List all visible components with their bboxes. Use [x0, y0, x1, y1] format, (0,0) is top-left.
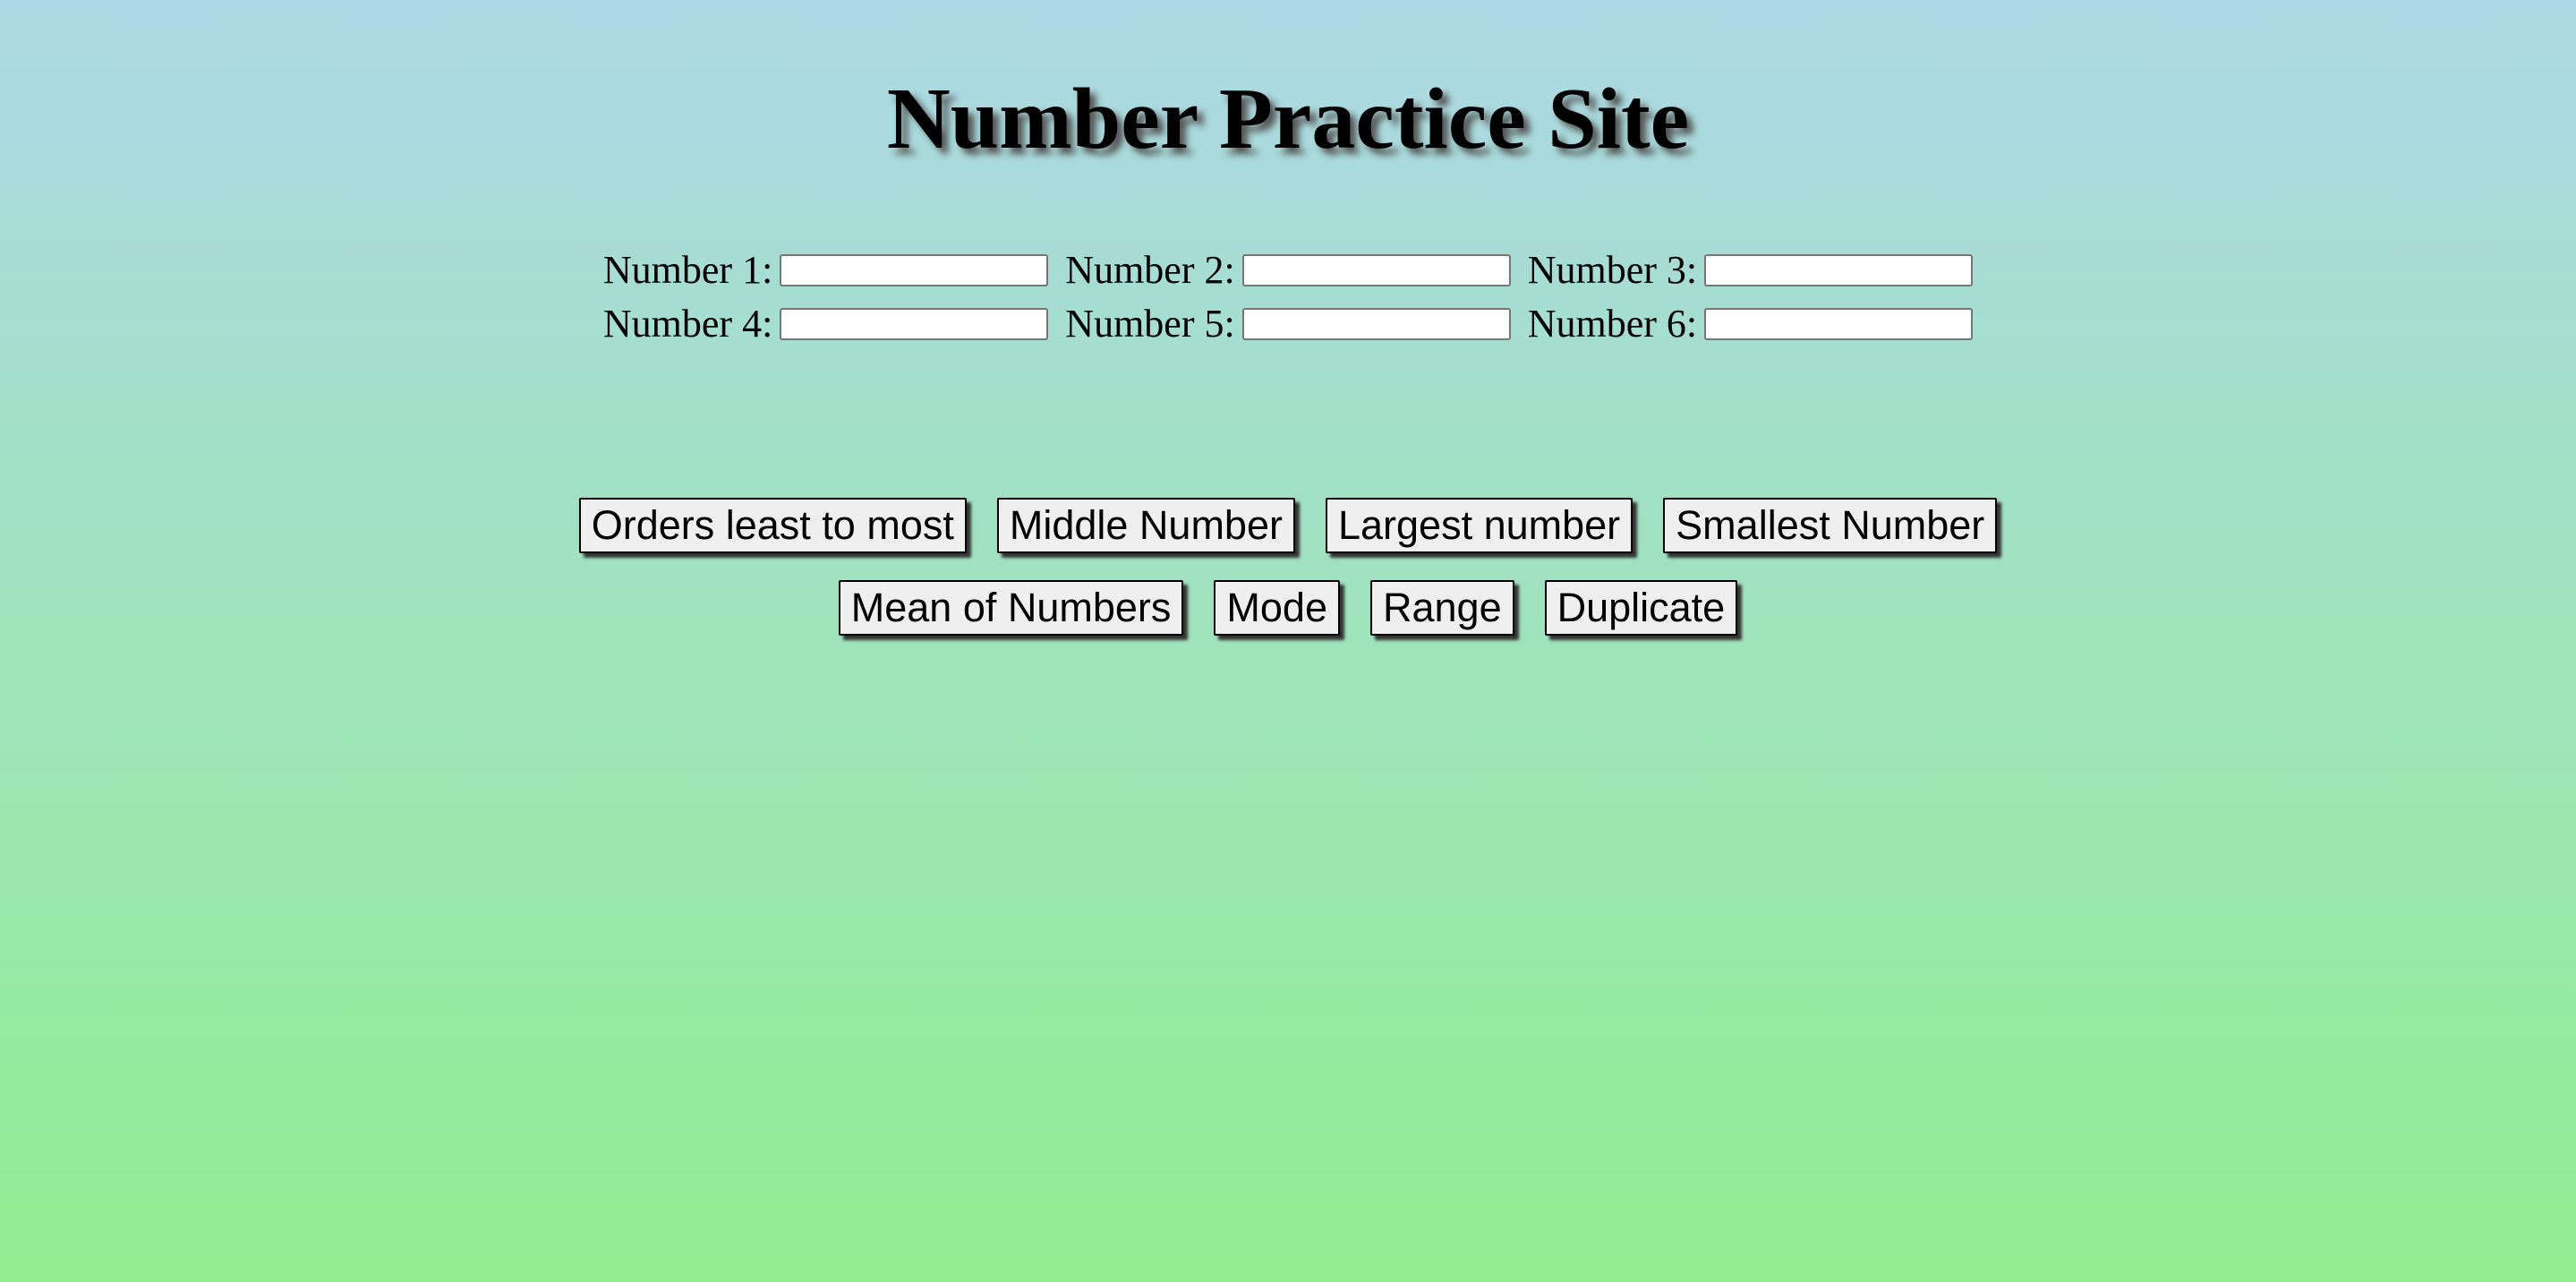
- input-row-1: Number 1: Number 2: Number 3:: [0, 242, 2576, 295]
- number-1-input[interactable]: [780, 253, 1049, 286]
- number-2-input[interactable]: [1241, 253, 1511, 286]
- number-1-group: Number 1:: [602, 242, 1049, 295]
- number-2-group: Number 2:: [1065, 242, 1511, 295]
- number-1-label: Number 1:: [602, 247, 773, 292]
- number-4-label: Number 4:: [602, 301, 773, 346]
- number-4-group: Number 4:: [602, 295, 1049, 349]
- middle-number-button[interactable]: Middle Number: [996, 498, 1295, 553]
- page-title: Number Practice Site: [886, 71, 1690, 167]
- number-4-input[interactable]: [780, 307, 1049, 340]
- range-button[interactable]: Range: [1370, 580, 1514, 636]
- number-6-input[interactable]: [1704, 307, 1974, 340]
- number-6-group: Number 6:: [1527, 295, 1974, 349]
- number-inputs-form: Number 1: Number 2: Number 3: Number 4: …: [0, 242, 2576, 349]
- number-6-label: Number 6:: [1527, 301, 1698, 346]
- number-5-label: Number 5:: [1065, 301, 1235, 346]
- button-row-2: Mean of Numbers Mode Range Duplicate: [0, 580, 2576, 636]
- input-row-2: Number 4: Number 5: Number 6:: [0, 295, 2576, 349]
- mode-button[interactable]: Mode: [1214, 580, 1340, 636]
- number-3-label: Number 3:: [1527, 247, 1698, 292]
- mean-of-numbers-button[interactable]: Mean of Numbers: [838, 580, 1184, 636]
- button-row-1: Orders least to most Middle Number Largest…: [0, 498, 2576, 553]
- number-5-input[interactable]: [1241, 307, 1511, 340]
- duplicate-button[interactable]: Duplicate: [1544, 580, 1738, 636]
- largest-number-button[interactable]: Largest number: [1325, 498, 1633, 553]
- order-least-to-most-button[interactable]: Orders least to most: [578, 498, 967, 553]
- number-3-group: Number 3:: [1527, 242, 1974, 295]
- number-3-input[interactable]: [1704, 253, 1974, 286]
- number-5-group: Number 5:: [1065, 295, 1511, 349]
- smallest-number-button[interactable]: Smallest Number: [1663, 498, 1998, 553]
- number-2-label: Number 2:: [1065, 247, 1235, 292]
